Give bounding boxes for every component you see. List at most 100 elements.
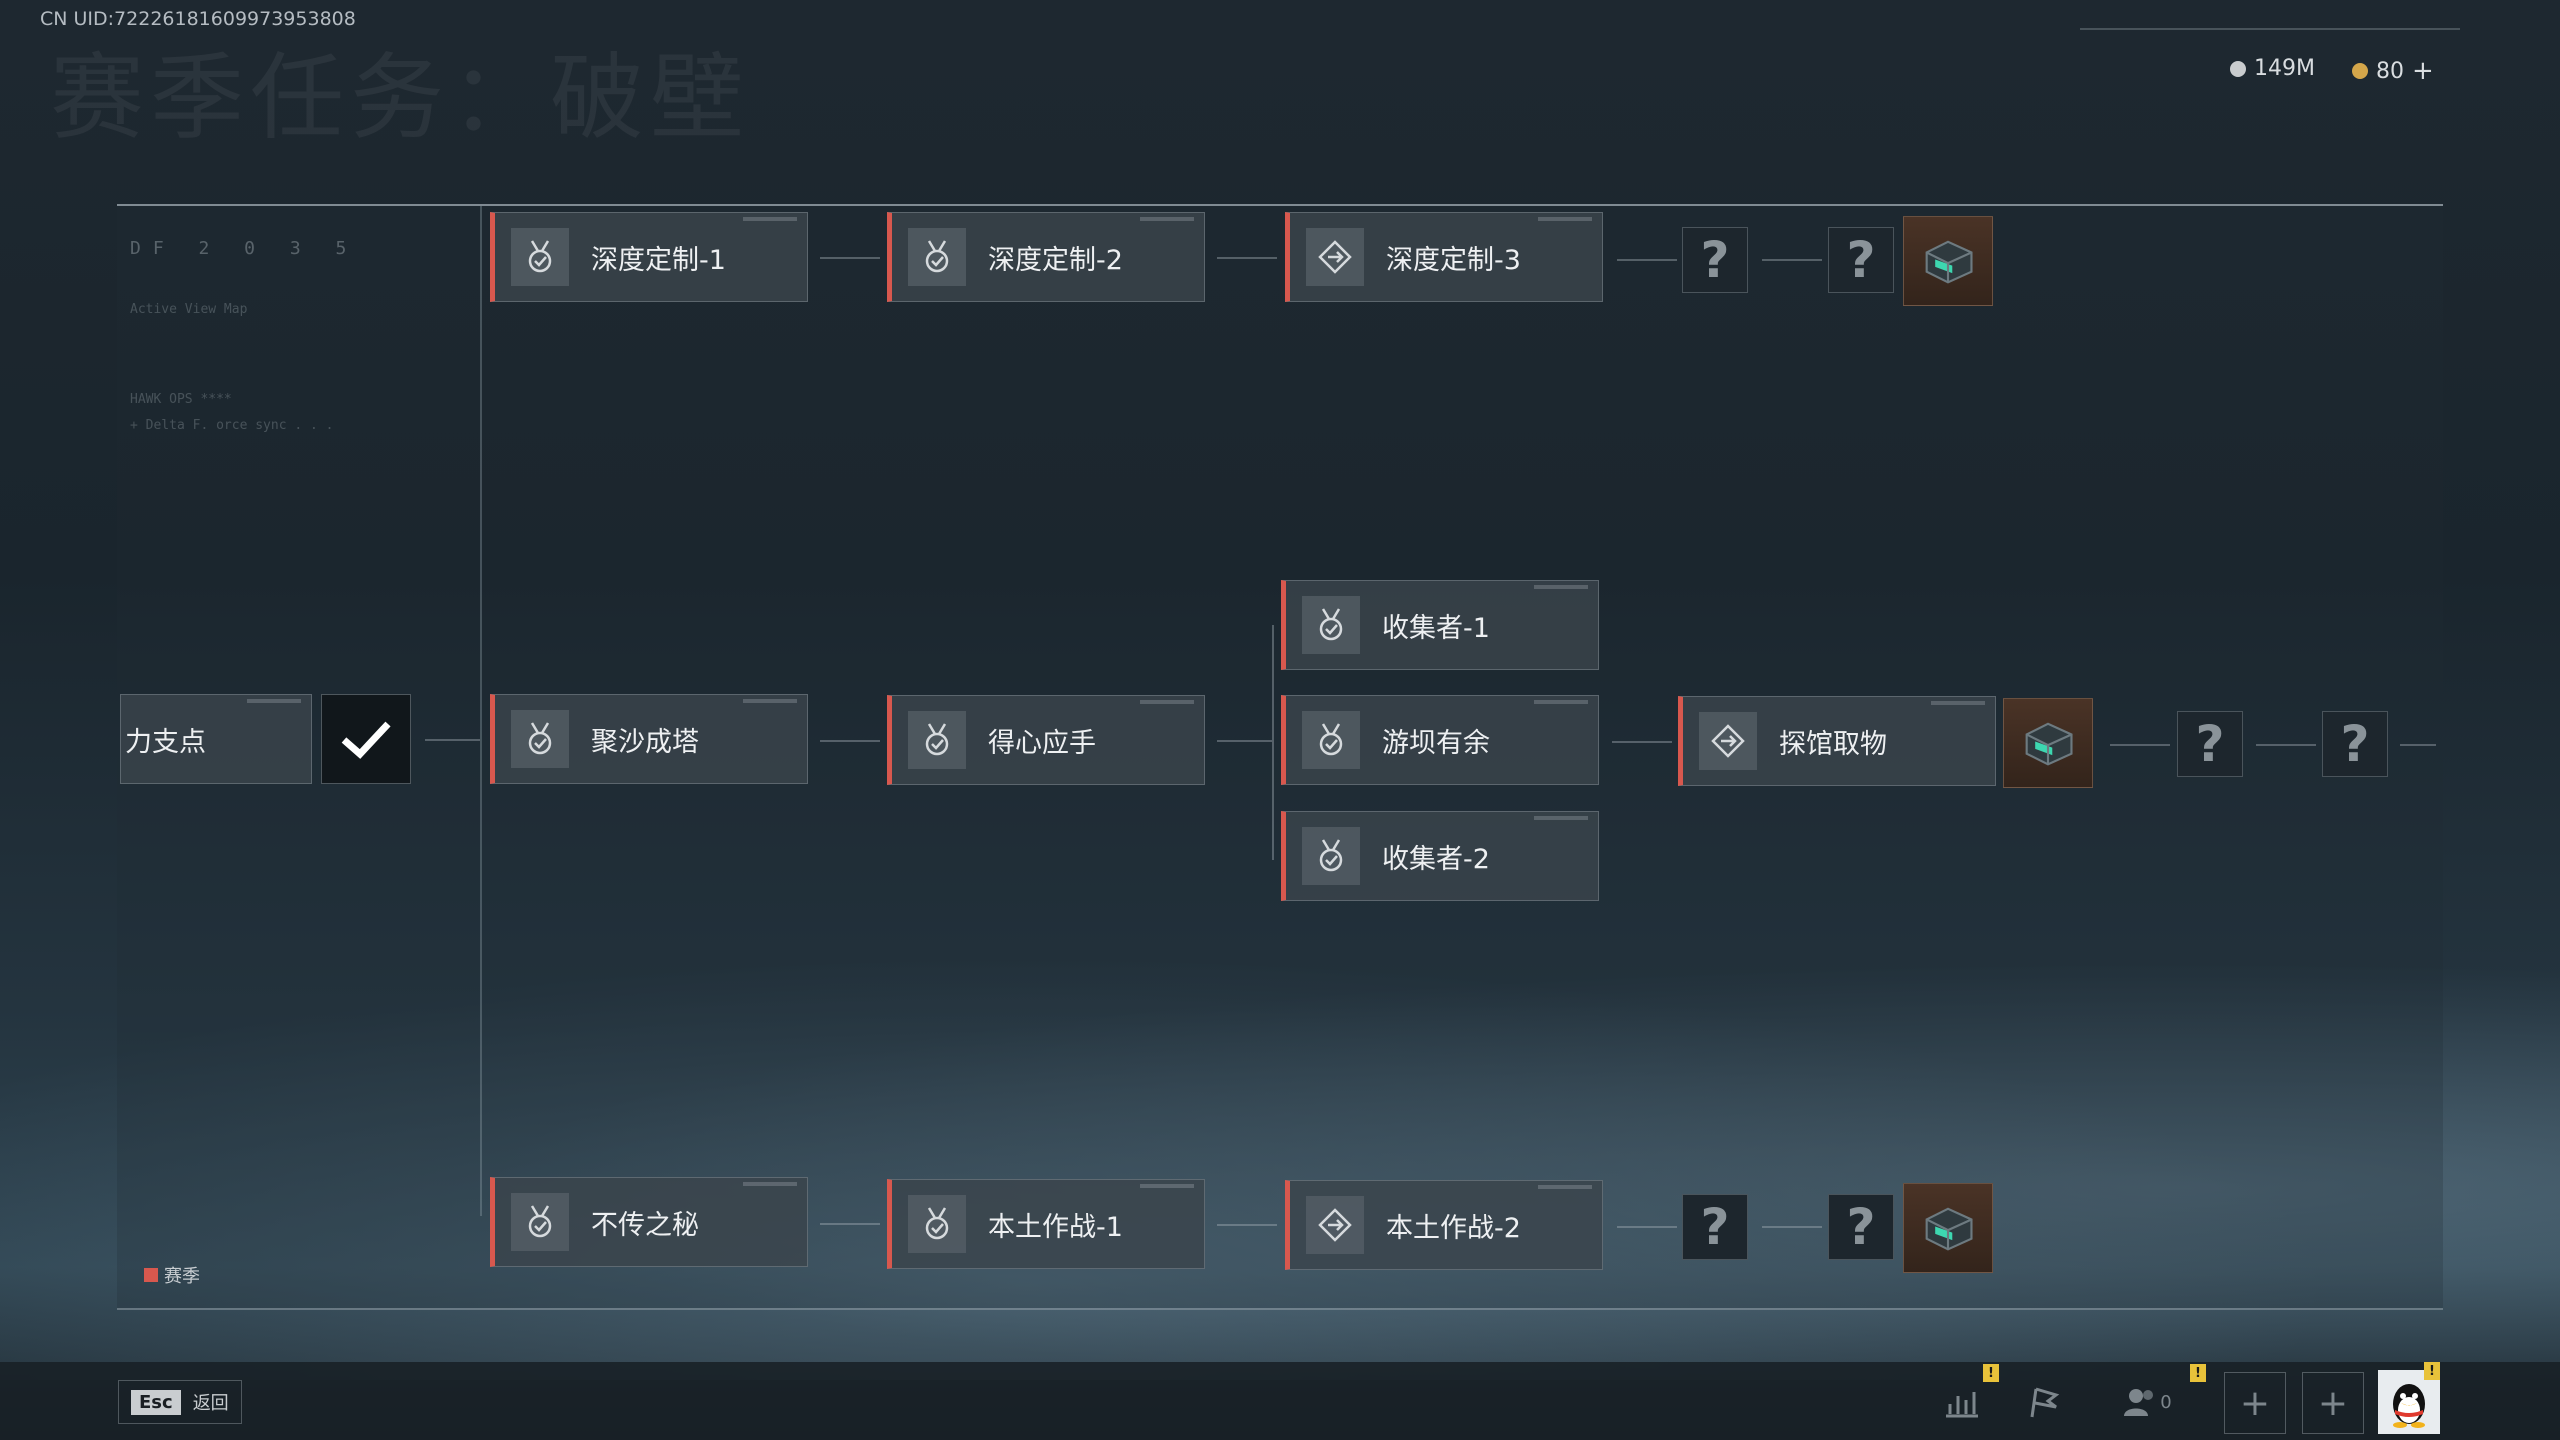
task-label: 游坝有余 xyxy=(1382,727,1490,759)
deco-text-1: Active View Map xyxy=(130,302,248,317)
connector xyxy=(425,739,480,741)
check-icon xyxy=(341,721,391,759)
unknown-task-box[interactable]: ? xyxy=(1828,1194,1894,1260)
completed-check-box[interactable] xyxy=(321,694,411,784)
medal-icon xyxy=(908,228,966,286)
branch-line xyxy=(1272,625,1274,860)
reward-box[interactable] xyxy=(1903,216,1993,306)
currency-gold-value: 80 xyxy=(2376,58,2404,84)
connector xyxy=(1217,740,1272,742)
reward-chest-icon xyxy=(2016,711,2080,775)
task-label: 本土作战-2 xyxy=(1386,1212,1521,1244)
task-node-sand[interactable]: 聚沙成塔 xyxy=(490,694,808,784)
task-label: 得心应手 xyxy=(988,727,1096,759)
back-label: 返回 xyxy=(192,1393,229,1414)
task-label: 收集者-1 xyxy=(1382,612,1490,644)
task-label: 不传之秘 xyxy=(591,1209,699,1241)
node-stripe xyxy=(1534,816,1588,820)
add-slot-button[interactable]: + xyxy=(2224,1372,2286,1434)
connector xyxy=(2256,744,2316,746)
currency-gold[interactable]: 80 + xyxy=(2352,56,2434,86)
esc-key: Esc xyxy=(131,1389,181,1415)
connector xyxy=(1217,257,1277,259)
medal-icon xyxy=(1302,596,1360,654)
friends-button[interactable]: 0 xyxy=(2115,1378,2179,1426)
node-stripe xyxy=(1534,585,1588,589)
task-node-local1[interactable]: 本土作战-1 xyxy=(887,1179,1205,1269)
legend-label: 赛季 xyxy=(164,1266,200,1287)
unknown-task-box[interactable]: ? xyxy=(1682,1194,1748,1260)
task-label: 聚沙成塔 xyxy=(591,726,699,758)
node-stripe xyxy=(1140,700,1194,704)
medal-icon xyxy=(908,1195,966,1253)
task-label: 深度定制-2 xyxy=(988,244,1123,276)
task-tree-panel xyxy=(117,204,2443,1310)
task-label: 深度定制-1 xyxy=(591,244,726,276)
tree-trunk-line xyxy=(480,206,482,1216)
reward-box[interactable] xyxy=(1903,1183,1993,1273)
unknown-task-box[interactable]: ? xyxy=(2322,711,2388,777)
connector xyxy=(820,257,880,259)
alert-badge: ! xyxy=(2424,1362,2440,1380)
qq-avatar[interactable] xyxy=(2378,1370,2440,1434)
node-stripe xyxy=(743,1182,797,1186)
node-stripe xyxy=(1931,701,1985,705)
task-node-collector2[interactable]: 收集者-2 xyxy=(1281,811,1599,901)
diamond-icon xyxy=(1699,712,1757,770)
node-stripe xyxy=(1140,1184,1194,1188)
medal-icon xyxy=(511,1193,569,1251)
task-label: 探馆取物 xyxy=(1779,728,1887,760)
currency-silver-value: 149M xyxy=(2254,56,2315,81)
medal-icon xyxy=(1302,711,1360,769)
unknown-task-box[interactable]: ? xyxy=(1828,227,1894,293)
diamond-icon xyxy=(1306,228,1364,286)
task-label: 深度定制-3 xyxy=(1386,244,1521,276)
node-stripe xyxy=(1140,217,1194,221)
connector xyxy=(1612,741,1672,743)
node-stripe xyxy=(1534,700,1588,704)
unknown-task-box[interactable]: ? xyxy=(1682,227,1748,293)
medal-icon xyxy=(511,228,569,286)
task-node-deep2[interactable]: 深度定制-2 xyxy=(887,212,1205,302)
reward-box[interactable] xyxy=(2003,698,2093,788)
task-node-local2[interactable]: 本土作战-2 xyxy=(1285,1180,1603,1270)
medal-icon xyxy=(1302,827,1360,885)
back-button[interactable]: Esc 返回 xyxy=(118,1380,242,1424)
node-stripe xyxy=(247,699,301,703)
task-node-collector1[interactable]: 收集者-1 xyxy=(1281,580,1599,670)
connector xyxy=(2400,744,2436,746)
flag-icon xyxy=(2030,1387,2060,1418)
task-node-explore[interactable]: 探馆取物 xyxy=(1678,696,1996,786)
task-node-dam[interactable]: 游坝有余 xyxy=(1281,695,1599,785)
node-stripe xyxy=(1538,1185,1592,1189)
connector xyxy=(1217,1224,1277,1226)
task-node-pivot[interactable]: 力支点 xyxy=(120,694,312,784)
task-node-deep3[interactable]: 深度定制-3 xyxy=(1285,212,1603,302)
add-currency-button[interactable]: + xyxy=(2412,56,2434,86)
diamond-icon xyxy=(1306,1196,1364,1254)
medal-icon xyxy=(908,711,966,769)
medal-icon xyxy=(511,710,569,768)
user-uid: CN UID:72226181609973953808 xyxy=(40,8,356,30)
background-title: 赛季任务：破壁 xyxy=(50,44,751,153)
connector xyxy=(1617,259,1677,261)
deco-text-2: HAWK OPS **** xyxy=(130,392,232,407)
chart-icon xyxy=(1946,1392,1978,1418)
df-code: DF 2 0 3 5 xyxy=(130,238,359,259)
add-slot-button[interactable]: + xyxy=(2302,1372,2364,1434)
alert-badge: ! xyxy=(1983,1364,1999,1382)
task-node-deep1[interactable]: 深度定制-1 xyxy=(490,212,808,302)
stats-button[interactable] xyxy=(1938,1378,1986,1426)
task-label: 本土作战-1 xyxy=(988,1211,1123,1243)
task-node-skilled[interactable]: 得心应手 xyxy=(887,695,1205,785)
unknown-task-box[interactable]: ? xyxy=(2177,711,2243,777)
task-node-secret[interactable]: 不传之秘 xyxy=(490,1177,808,1267)
header-deco-line xyxy=(2080,28,2460,30)
alert-badge: ! xyxy=(2190,1364,2206,1382)
connector xyxy=(820,740,880,742)
legend: 赛季 xyxy=(144,1262,200,1288)
flag-button[interactable] xyxy=(2020,1378,2068,1426)
task-label: 收集者-2 xyxy=(1382,843,1490,875)
legend-swatch xyxy=(144,1268,158,1282)
qq-icon xyxy=(2393,1384,2425,1428)
